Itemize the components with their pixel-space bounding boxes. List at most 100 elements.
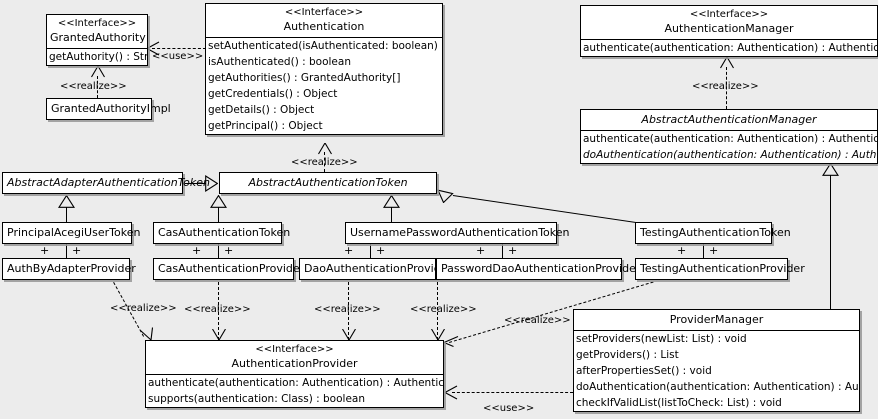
class-box-authentication-manager[interactable]: <<Interface>> AuthenticationManager auth…: [580, 5, 878, 57]
class-box-authentication-provider[interactable]: <<Interface>> AuthenticationProvider aut…: [145, 340, 444, 408]
class-name-abstract-authentication-token: AbstractAuthenticationToken: [248, 176, 408, 189]
operation-do-authentication: doAuthentication(authentication: Authent…: [583, 149, 877, 161]
class-box-granted-authority-impl[interactable]: GrantedAuthorityImpl: [46, 98, 171, 120]
association-role-left-principal-acegi: +: [40, 244, 50, 257]
realize-arrowhead-dao-provider: [341, 329, 357, 341]
operation-set-providers: setProviders(newList: List) : void: [576, 333, 747, 345]
generalization-line-provider-manager: [830, 175, 831, 309]
realize-arrowhead-testing-provider: [443, 331, 459, 347]
class-box-cas-authentication-token[interactable]: CasAuthenticationToken: [153, 222, 291, 244]
association-role-right-dao: +: [376, 244, 386, 257]
association-role-right-testing: +: [709, 244, 719, 257]
operation-get-authority: getAuthority() : String: [49, 51, 147, 63]
operation-set-authenticated: setAuthenticated(isAuthenticated: boolea…: [208, 40, 442, 52]
realize-label-abstract-authentication-token: <<realize>>: [291, 157, 358, 168]
class-header-password-dao-authentication-provider: PasswordDaoAuthenticationProvider: [437, 259, 641, 279]
class-name-password-dao-authentication-provider: PasswordDaoAuthenticationProvider: [441, 262, 641, 275]
generalization-arrowhead-abstract-adapter-token: [205, 175, 218, 192]
class-header-authentication-manager: <<Interface>> AuthenticationManager: [581, 6, 877, 39]
class-header-provider-manager: ProviderManager: [574, 310, 859, 330]
class-header-authentication: <<Interface>> Authentication: [206, 4, 442, 37]
operation-check-if-valid-list: checkIfValidList(listToCheck: List) : vo…: [576, 397, 782, 409]
generalization-arrowhead-principal-acegi-token: [58, 195, 75, 208]
association-line-dao: [370, 244, 371, 258]
realize-arrowhead-cas-provider: [211, 329, 227, 341]
class-box-auth-by-adapter-provider[interactable]: AuthByAdapterProvider: [2, 258, 136, 280]
class-operations-authentication-manager: authenticate(authentication: Authenticat…: [581, 39, 877, 56]
realize-arrowhead-password-dao-provider: [430, 329, 446, 341]
association-role-right-password-dao: +: [508, 244, 518, 257]
class-box-testing-authentication-provider[interactable]: TestingAuthenticationProvider: [635, 258, 805, 280]
class-header-principal-acegi-user-token: PrincipalAcegiUserToken: [3, 223, 141, 243]
operation-after-properties-set: afterPropertiesSet() : void: [576, 365, 712, 377]
class-header-testing-authentication-provider: TestingAuthenticationProvider: [636, 259, 805, 279]
class-header-cas-authentication-provider: CasAuthenticationProvider: [154, 259, 305, 279]
association-role-right-principal-acegi: +: [72, 244, 82, 257]
generalization-line-testing-token: [452, 195, 641, 224]
operation-supports: supports(authentication: Class) : boolea…: [148, 393, 365, 405]
operation-authenticate: authenticate(authentication: Authenticat…: [583, 42, 877, 54]
stereotype-interface: <<Interface>>: [57, 18, 137, 29]
class-box-username-password-authentication-token[interactable]: UsernamePasswordAuthenticationToken: [345, 222, 570, 244]
class-operations-authentication-provider: authenticate(authentication: Authenticat…: [146, 374, 443, 407]
class-box-authentication[interactable]: <<Interface>> Authentication setAuthenti…: [205, 3, 443, 135]
class-header-abstract-adapter-authentication-token: AbstractAdapterAuthenticationToken: [3, 173, 210, 193]
class-name-cas-authentication-token: CasAuthenticationToken: [158, 226, 291, 239]
class-name-authentication: Authentication: [283, 20, 365, 33]
class-box-dao-authentication-provider[interactable]: DaoAuthenticationProvider: [299, 258, 452, 280]
association-line-password-dao: [502, 244, 503, 258]
operation-is-authenticated: isAuthenticated() : boolean: [208, 56, 351, 68]
association-role-left-password-dao: +: [476, 244, 486, 257]
use-line-provider-manager: [452, 392, 573, 393]
operation-get-credentials: getCredentials() : Object: [208, 88, 338, 100]
class-box-testing-authentication-token[interactable]: TestingAuthenticationToken: [635, 222, 791, 244]
use-arrowhead-provider-manager: [444, 385, 458, 400]
class-box-granted-authority[interactable]: <<Interface>> GrantedAuthority getAuthor…: [46, 14, 148, 66]
stereotype-interface: <<Interface>>: [284, 7, 364, 18]
operation-authenticate: authenticate(authentication: Authenticat…: [148, 377, 443, 389]
generalization-arrowhead-provider-manager: [822, 163, 839, 176]
realize-label-password-dao-provider: <<realize>>: [410, 304, 477, 315]
operation-get-principal: getPrincipal() : Object: [208, 120, 323, 132]
realize-arrowhead-abstract-authentication-manager: [719, 57, 735, 69]
operation-get-details: getDetails() : Object: [208, 104, 315, 116]
class-name-dao-authentication-provider: DaoAuthenticationProvider: [304, 262, 452, 275]
class-name-granted-authority: GrantedAuthority: [50, 31, 146, 44]
generalization-arrowhead-cas-token: [210, 195, 227, 208]
class-operations-provider-manager: setProviders(newList: List) : void getPr…: [574, 330, 859, 411]
class-name-principal-acegi-user-token: PrincipalAcegiUserToken: [7, 226, 141, 239]
class-header-dao-authentication-provider: DaoAuthenticationProvider: [300, 259, 452, 279]
use-arrowhead-granted-authority: [146, 41, 160, 56]
stereotype-interface: <<Interface>>: [689, 9, 769, 20]
operation-get-authorities: getAuthorities() : GrantedAuthority[]: [208, 72, 401, 84]
generalization-line-username-password-token: [391, 207, 392, 222]
use-line-authentication-granted-authority: [152, 48, 206, 49]
association-role-right-cas: +: [224, 244, 234, 257]
association-role-left-dao: +: [344, 244, 354, 257]
realize-line-abstract-authentication-manager: [726, 67, 727, 109]
class-box-cas-authentication-provider[interactable]: CasAuthenticationProvider: [153, 258, 305, 280]
class-box-abstract-adapter-authentication-token[interactable]: AbstractAdapterAuthenticationToken: [2, 172, 210, 194]
realize-arrowhead-granted-authority-impl: [90, 66, 106, 78]
class-name-cas-authentication-provider: CasAuthenticationProvider: [158, 262, 305, 275]
association-line-testing: [703, 244, 704, 258]
association-line-cas: [218, 244, 219, 258]
class-header-testing-authentication-token: TestingAuthenticationToken: [636, 223, 791, 243]
class-box-provider-manager[interactable]: ProviderManager setProviders(newList: Li…: [573, 309, 860, 412]
association-role-left-testing: +: [677, 244, 687, 257]
realize-line-dao-provider: [348, 282, 349, 340]
stereotype-interface: <<Interface>>: [255, 344, 334, 355]
class-name-granted-authority-impl: GrantedAuthorityImpl: [51, 102, 171, 115]
class-box-password-dao-authentication-provider[interactable]: PasswordDaoAuthenticationProvider: [436, 258, 641, 280]
operation-do-authentication: doAuthentication(authentication: Authent…: [576, 381, 859, 393]
realize-label-granted-authority-impl: <<realize>>: [60, 81, 127, 92]
realize-arrowhead-auth-by-adapter: [140, 327, 156, 341]
use-label-authentication-granted-authority: <<use>>: [152, 51, 204, 62]
class-box-principal-acegi-user-token[interactable]: PrincipalAcegiUserToken: [2, 222, 141, 244]
class-box-abstract-authentication-token[interactable]: AbstractAuthenticationToken: [219, 172, 437, 194]
operation-authenticate: authenticate(authentication: Authenticat…: [583, 133, 877, 145]
class-box-abstract-authentication-manager[interactable]: AbstractAuthenticationManager authentica…: [580, 109, 878, 164]
class-operations-authentication: setAuthenticated(isAuthenticated: boolea…: [206, 37, 442, 134]
class-operations-abstract-authentication-manager: authenticate(authentication: Authenticat…: [581, 130, 877, 163]
realize-line-granted-authority-impl: [97, 76, 98, 98]
